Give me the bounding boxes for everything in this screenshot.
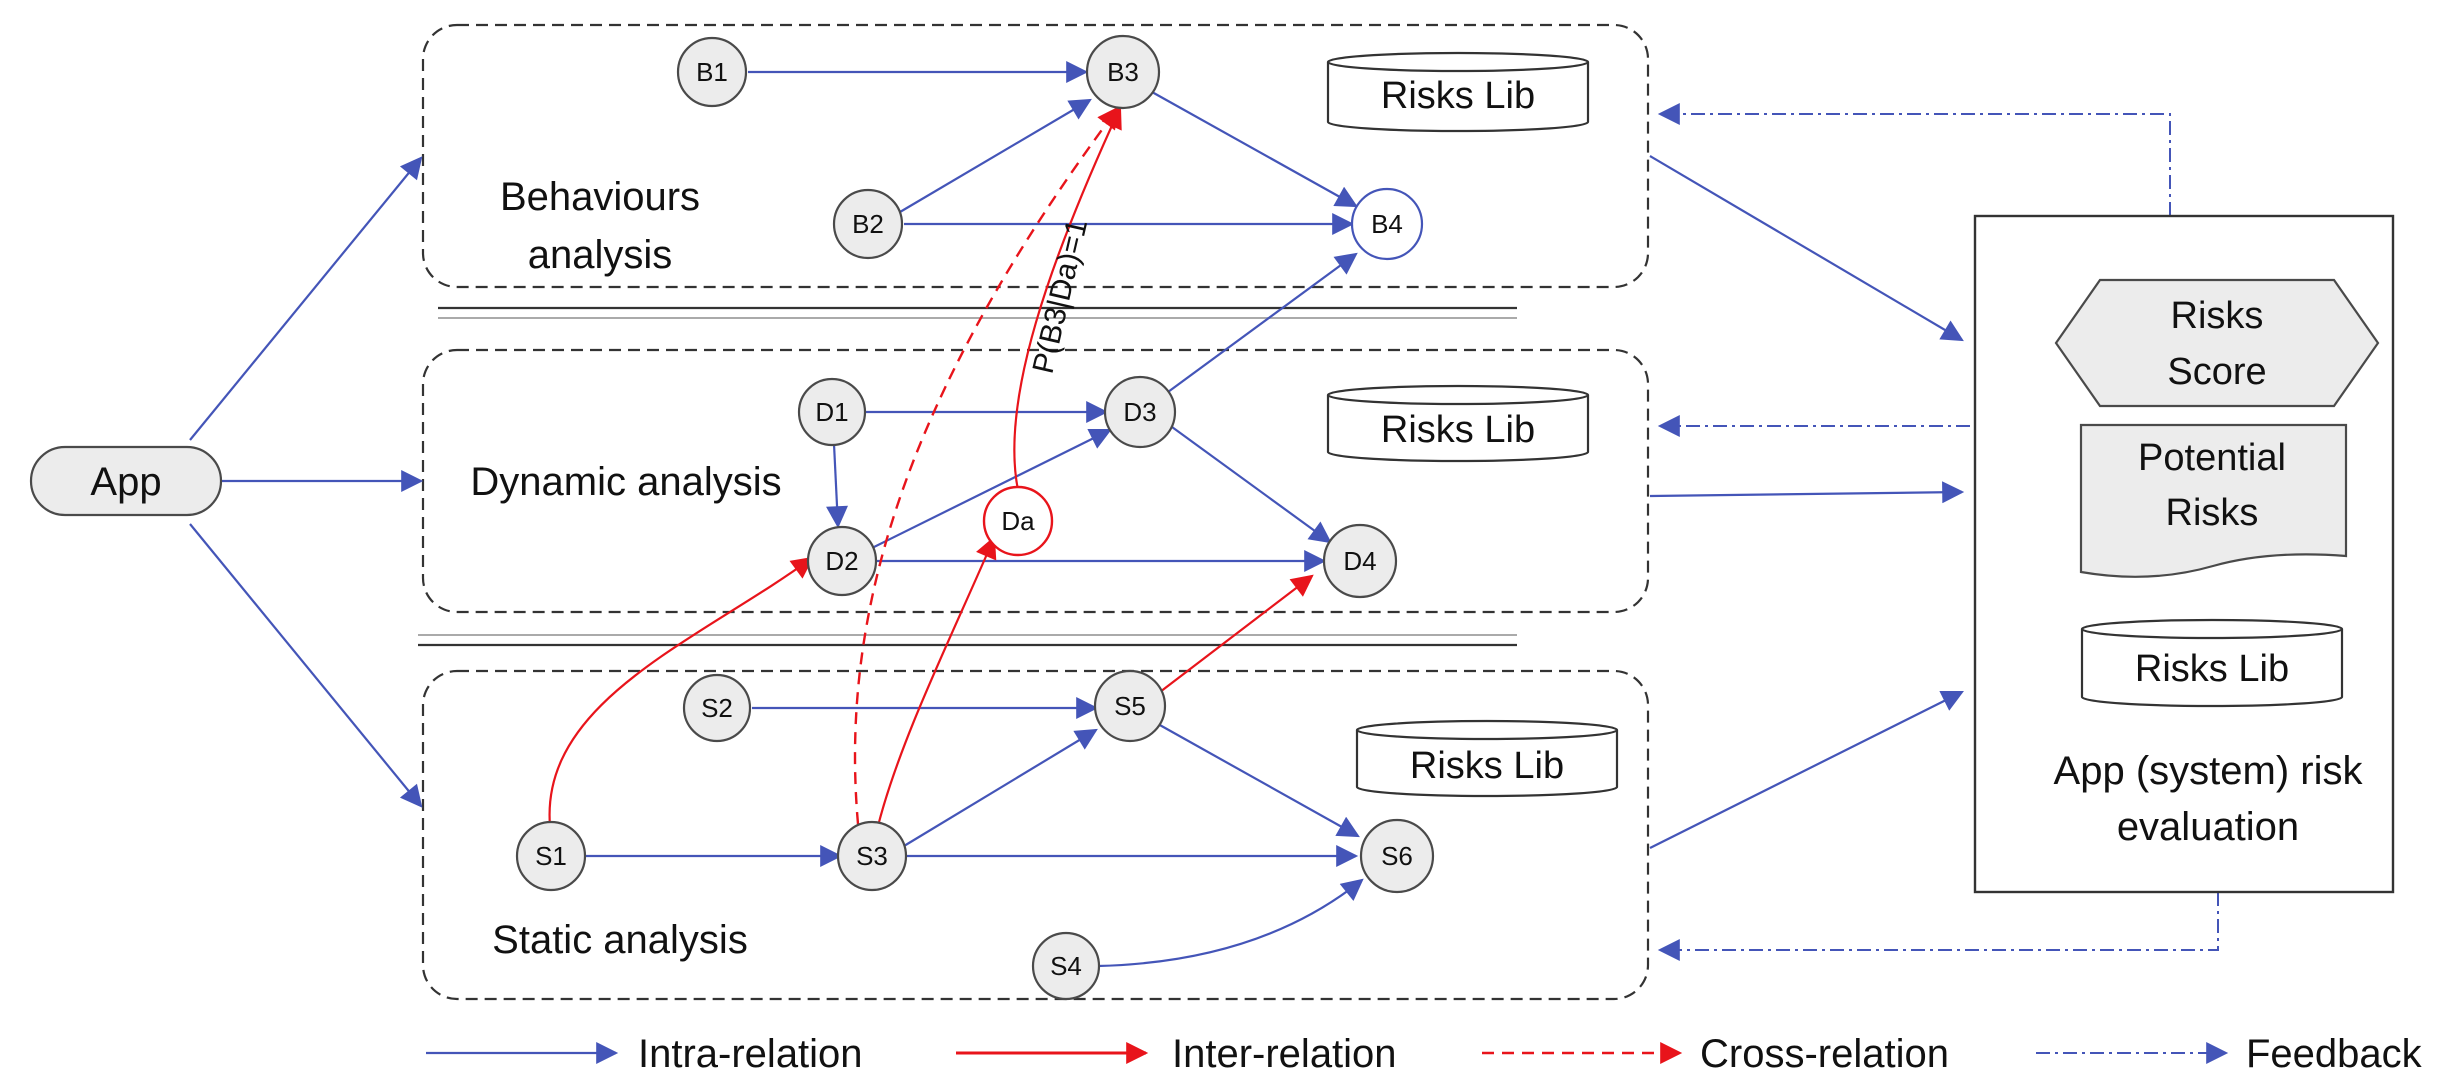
- edge-s3-s5: [903, 728, 1098, 847]
- svg-text:S6: S6: [1381, 841, 1413, 871]
- node-s4: S4: [1031, 931, 1101, 1001]
- svg-text:D1: D1: [815, 397, 848, 427]
- edge-s3-b3-cross: [853, 106, 1120, 825]
- legend-inter-label: Inter-relation: [1172, 1032, 1397, 1076]
- app-label: App: [90, 460, 161, 504]
- potential-risks-document: Potential Risks: [2079, 423, 2348, 578]
- feedback-static: [1657, 892, 2219, 961]
- edge-static-evaluation: [1649, 691, 1964, 849]
- behaviours-title-line1: Behaviours: [500, 175, 700, 219]
- evaluation-risks-lib-label: Risks Lib: [2135, 648, 2289, 690]
- edge-d2-d3: [871, 428, 1112, 549]
- svg-text:S4: S4: [1050, 951, 1082, 981]
- node-d4: D4: [1322, 523, 1398, 599]
- risks-score-shape: Risks Score: [2054, 278, 2380, 408]
- legend: Intra-relation Inter-relation Cross-rela…: [426, 1032, 2423, 1076]
- svg-text:B4: B4: [1371, 209, 1403, 239]
- node-s2: S2: [682, 673, 752, 743]
- edge-behaviours-evaluation: [1649, 155, 1964, 342]
- dynamic-risks-lib-label: Risks Lib: [1381, 409, 1535, 451]
- node-b2: B2: [832, 188, 904, 260]
- behaviours-risks-lib: Risks Lib: [1326, 51, 1590, 133]
- svg-text:S3: S3: [856, 841, 888, 871]
- legend-feedback-label: Feedback: [2246, 1032, 2423, 1076]
- edge-s5-d4: [1159, 574, 1314, 693]
- edge-b3-b4: [1151, 91, 1358, 208]
- risks-score-line1: Risks: [2171, 295, 2264, 337]
- edge-da-b3: [1013, 106, 1122, 491]
- legend-intra-label: Intra-relation: [638, 1032, 863, 1076]
- behaviours-title-line2: analysis: [528, 233, 673, 277]
- feedback-behaviours: [1657, 103, 2171, 216]
- edge-app-behaviours: [189, 156, 423, 441]
- static-risks-lib: Risks Lib: [1355, 719, 1619, 798]
- edge-b2-b3: [899, 98, 1092, 213]
- svg-text:S2: S2: [701, 693, 733, 723]
- edge-s3-da: [876, 535, 997, 827]
- evaluation-risks-lib: Risks Lib: [2080, 618, 2344, 708]
- svg-text:D4: D4: [1343, 546, 1376, 576]
- node-d1: D1: [797, 377, 867, 447]
- node-b1: B1: [676, 36, 748, 108]
- edge-app-static: [189, 523, 423, 808]
- node-b4: B4: [1350, 187, 1424, 261]
- edge-dynamic-evaluation: [1649, 481, 1965, 504]
- evaluation-title-line1: App (system) risk: [2054, 749, 2364, 793]
- behaviours-risks-lib-label: Risks Lib: [1381, 75, 1535, 117]
- edge-d3-d4: [1171, 426, 1332, 544]
- evaluation-title-line2: evaluation: [2117, 805, 2299, 849]
- node-b3: B3: [1085, 34, 1161, 110]
- edge-s5-s6: [1157, 723, 1360, 838]
- potential-risks-line1: Potential: [2138, 437, 2286, 479]
- node-s1: S1: [515, 820, 587, 892]
- dynamic-title: Dynamic analysis: [470, 460, 781, 504]
- static-panel: [421, 669, 1650, 1001]
- node-d2: D2: [806, 525, 878, 597]
- node-d3: D3: [1103, 375, 1177, 449]
- probability-label: P(B3|Da)=1: [1027, 216, 1094, 376]
- behaviours-panel: [421, 23, 1650, 289]
- risks-score-line2: Score: [2167, 351, 2266, 393]
- node-s6: S6: [1359, 818, 1435, 894]
- potential-risks-line2: Risks: [2166, 492, 2259, 534]
- dynamic-risks-lib: Risks Lib: [1326, 384, 1590, 463]
- legend-cross-label: Cross-relation: [1700, 1032, 1949, 1076]
- svg-text:D2: D2: [825, 546, 858, 576]
- svg-text:B2: B2: [852, 209, 884, 239]
- edge-s1-d2: [548, 556, 814, 827]
- app-node: App: [29, 445, 223, 517]
- node-s3: S3: [836, 820, 908, 892]
- edge-d3-b4: [1167, 252, 1358, 393]
- node-s5: S5: [1093, 669, 1167, 743]
- svg-text:D3: D3: [1123, 397, 1156, 427]
- svg-text:B3: B3: [1107, 57, 1139, 87]
- edge-d1-d2: [826, 443, 849, 529]
- node-da: Da: [982, 485, 1054, 557]
- svg-text:B1: B1: [696, 57, 728, 87]
- svg-text:S1: S1: [535, 841, 567, 871]
- svg-text:Da: Da: [1001, 506, 1035, 536]
- edge-s4-s6: [1097, 878, 1364, 968]
- svg-text:S5: S5: [1114, 691, 1146, 721]
- static-risks-lib-label: Risks Lib: [1410, 745, 1564, 787]
- static-title: Static analysis: [492, 918, 748, 962]
